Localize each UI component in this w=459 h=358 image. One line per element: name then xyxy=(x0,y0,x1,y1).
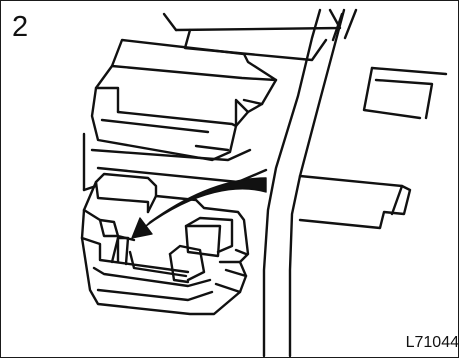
figure-code: L71044 xyxy=(406,334,459,352)
pillar-trim xyxy=(264,10,344,356)
lower-fuse-box xyxy=(82,174,248,314)
upper-fuse-box-cover xyxy=(92,40,276,160)
fuse-puller xyxy=(112,238,128,264)
step-number: 2 xyxy=(12,10,28,44)
upper-panel-lines xyxy=(164,10,356,60)
